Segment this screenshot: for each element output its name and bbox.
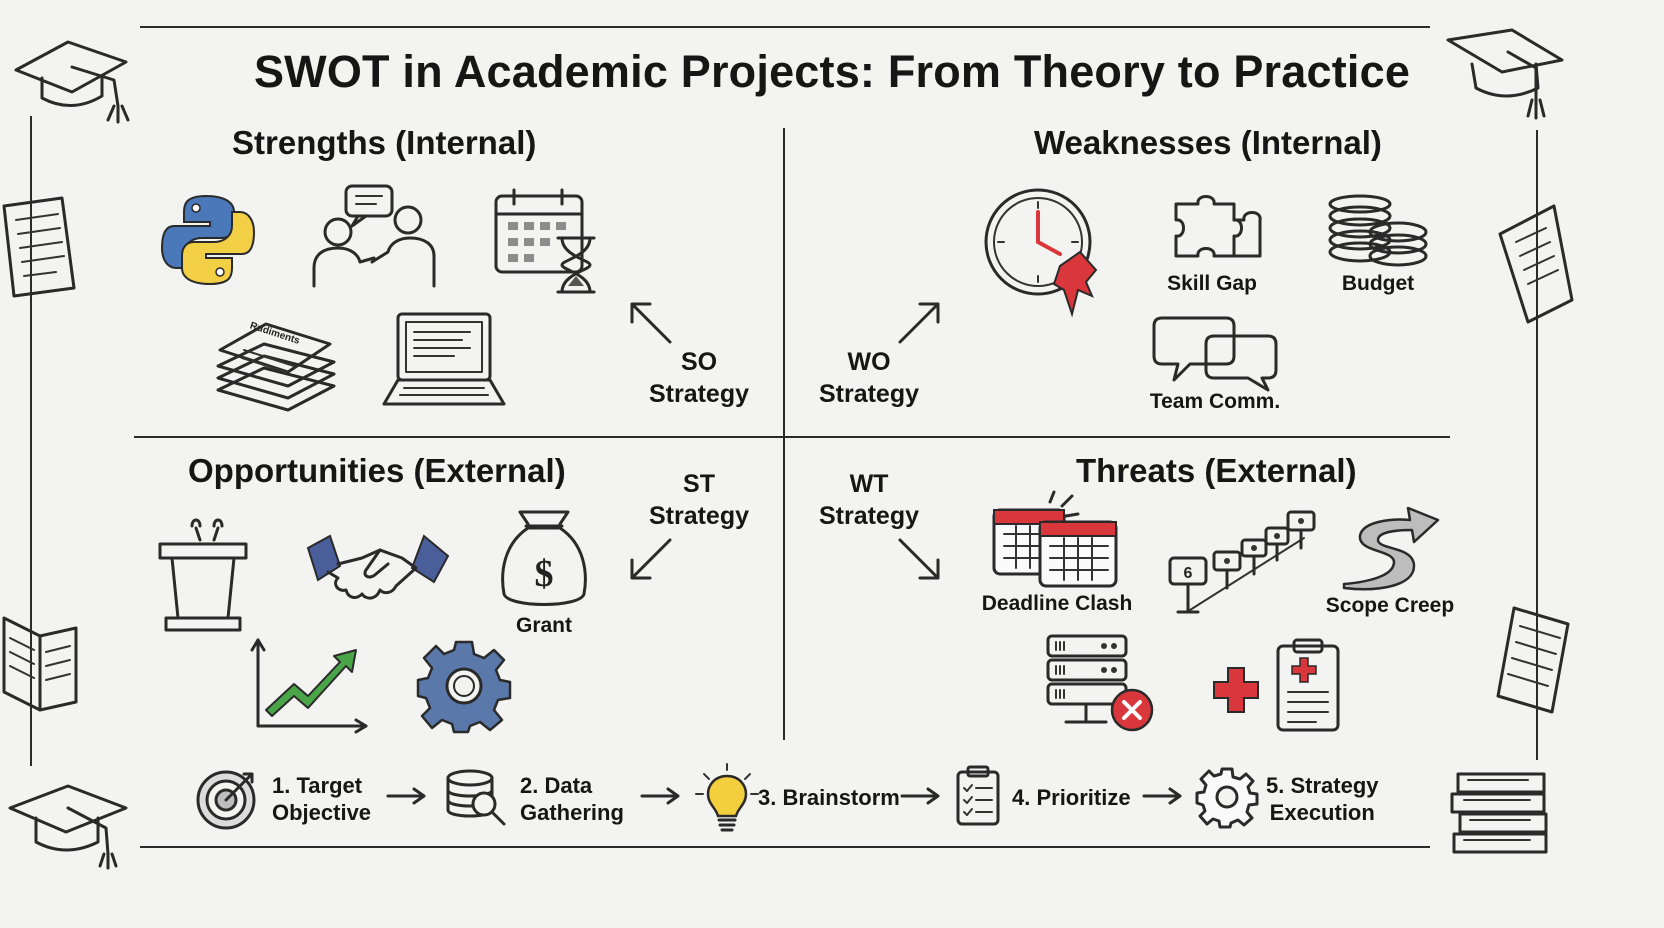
frame-bottom-line [140, 846, 1430, 848]
growth-chart-icon [250, 638, 368, 734]
deadline-clash-icon [992, 490, 1118, 588]
wt-strategy-label: WT Strategy [814, 468, 924, 532]
wo-strategy-label: WO Strategy [814, 346, 924, 410]
handshake-icon [306, 534, 450, 600]
open-book-icon [2, 616, 78, 712]
podium-icon [158, 518, 248, 632]
team-discussion-icon [312, 184, 436, 288]
so-strategy-word: Strategy [648, 380, 750, 408]
chat-bubbles-icon [1152, 316, 1278, 392]
checklist-icon [956, 765, 1000, 826]
st-strategy-code: ST [683, 470, 715, 498]
document-icon [1498, 204, 1574, 324]
milestone-signposts-icon: 6 [1168, 510, 1316, 614]
process-step-2-line1: 2. Data [520, 773, 593, 798]
grant-label: Grant [515, 614, 572, 637]
flow-arrow-icon [640, 787, 680, 805]
flow-arrow-icon [900, 787, 940, 805]
process-step-3: 3. Brainstorm [758, 784, 900, 811]
laptop-icon [382, 312, 506, 406]
st-strategy-label: ST Strategy [644, 468, 754, 532]
weaknesses-heading: Weaknesses (Internal) [1034, 124, 1382, 161]
process-step-1-line1: 1. Target [272, 773, 363, 798]
st-arrow-icon [630, 538, 672, 580]
target-icon [196, 770, 256, 830]
wt-strategy-code: WT [849, 470, 889, 498]
flow-arrow-icon [386, 787, 426, 805]
frame-right-line [1536, 130, 1538, 760]
wt-strategy-word: Strategy [818, 502, 920, 530]
svg-text:6: 6 [1184, 565, 1193, 582]
process-step-5-line2: Execution [1269, 800, 1375, 825]
gear-icon [416, 640, 512, 734]
paper-stack-caption: Rudiments [249, 320, 302, 347]
so-strategy-label: SO Strategy [644, 346, 754, 410]
wt-arrow-icon [898, 538, 940, 580]
process-step-3-line1: 3. Brainstorm [758, 785, 900, 810]
graduation-cap-icon [8, 784, 128, 870]
medical-clipboard-icon [1213, 638, 1340, 732]
deadline-clash-label: Deadline Clash [981, 592, 1133, 615]
frame-left-line [30, 116, 32, 766]
so-strategy-code: SO [680, 348, 718, 376]
team-comm-label: Team Comm. [1149, 390, 1281, 413]
server-error-icon [1046, 634, 1154, 732]
quadrant-divider-horizontal [134, 436, 1450, 438]
graduation-cap-icon [14, 40, 130, 124]
clock-alert-icon [984, 188, 1098, 318]
opportunities-heading: Opportunities (External) [188, 452, 566, 489]
strengths-heading: Strengths (Internal) [232, 124, 537, 161]
document-icon [2, 196, 76, 298]
process-step-2-line2: Gathering [520, 800, 624, 825]
process-step-1-line2: Objective [272, 800, 372, 825]
puzzle-piece-icon [1174, 195, 1262, 258]
book-stack-icon [1450, 772, 1548, 854]
lightbulb-icon [695, 763, 759, 832]
budget-label: Budget [1341, 272, 1415, 295]
page-title: SWOT in Academic Projects: From Theory t… [253, 46, 1411, 97]
flow-arrow-icon [1142, 787, 1182, 805]
process-step-1: 1. Target Objective [272, 772, 371, 826]
process-step-2: 2. Data Gathering [520, 772, 624, 826]
coin-stack-icon [1328, 194, 1428, 267]
so-arrow-icon [630, 302, 672, 344]
process-step-4-line1: 4. Prioritize [1012, 785, 1131, 810]
document-icon [1496, 606, 1570, 714]
process-step-5: 5. Strategy Execution [1266, 772, 1379, 826]
threats-heading: Threats (External) [1076, 452, 1357, 489]
gear-icon [1195, 767, 1259, 829]
wo-strategy-code: WO [847, 348, 891, 376]
scope-creep-label: Scope Creep [1325, 594, 1455, 617]
quadrant-divider-vertical [783, 128, 785, 740]
graduation-cap-icon [1446, 28, 1564, 120]
wo-strategy-word: Strategy [818, 380, 920, 408]
money-bag-icon: $ [501, 510, 587, 606]
scope-creep-arrow-icon [1342, 506, 1440, 591]
st-strategy-word: Strategy [648, 502, 750, 530]
database-search-icon [446, 769, 506, 826]
process-step-5-line1: 5. Strategy [1266, 773, 1379, 798]
calendar-hourglass-icon [494, 188, 596, 294]
wo-arrow-icon [898, 302, 940, 344]
process-step-4: 4. Prioritize [1012, 784, 1131, 811]
svg-text:$: $ [535, 553, 554, 595]
python-logo-icon [160, 194, 256, 286]
paper-stack-icon: Rudiments [216, 320, 336, 412]
skill-gap-label: Skill Gap [1167, 272, 1257, 295]
frame-top-line [140, 26, 1430, 28]
